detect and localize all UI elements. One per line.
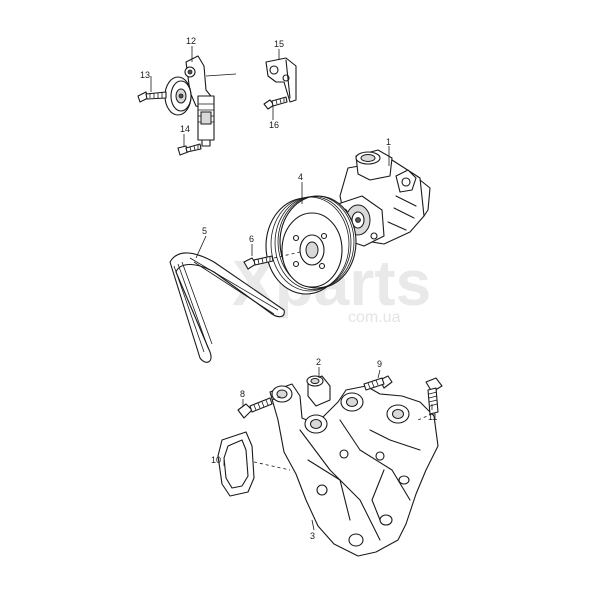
callout-2: 2 — [316, 357, 321, 367]
v-ribbed-belt[interactable] — [169, 252, 285, 363]
callout-10: 10 — [211, 455, 221, 465]
support-bracket[interactable] — [265, 57, 297, 103]
callout-4: 4 — [298, 172, 303, 182]
bracket-bolt-11[interactable] — [417, 377, 443, 421]
callout-11: 11 — [428, 412, 437, 422]
callout-16: 16 — [269, 120, 279, 130]
callout-1: 1 — [386, 137, 391, 147]
callout-6: 6 — [249, 234, 254, 244]
callout-3: 3 — [310, 531, 315, 541]
bracket-bolt-9[interactable] — [363, 375, 393, 391]
pulley[interactable] — [265, 195, 357, 295]
bracket-bolt-8[interactable] — [237, 395, 283, 419]
pulley-bolt[interactable] — [243, 251, 301, 270]
spacer-sleeve[interactable] — [306, 375, 331, 407]
tensioner-bolt[interactable] — [177, 143, 202, 156]
callout-8: 8 — [240, 389, 245, 399]
pump-bracket[interactable] — [269, 383, 439, 557]
gasket[interactable] — [217, 431, 291, 497]
idler-bolt[interactable] — [137, 91, 167, 103]
callout-12: 12 — [186, 36, 196, 46]
callout-15: 15 — [274, 39, 284, 49]
support-bolt[interactable] — [263, 96, 288, 110]
callout-14: 14 — [180, 124, 190, 134]
callout-9: 9 — [377, 359, 382, 369]
tensioner-assembly[interactable] — [164, 55, 237, 147]
leader-lines — [150, 46, 433, 531]
callout-labels: 1 2 3 4 5 6 8 9 10 11 12 13 14 15 16 — [140, 36, 437, 541]
callout-13: 13 — [140, 70, 150, 80]
callout-5: 5 — [202, 226, 207, 236]
watermark-domain: com.ua — [348, 309, 401, 326]
